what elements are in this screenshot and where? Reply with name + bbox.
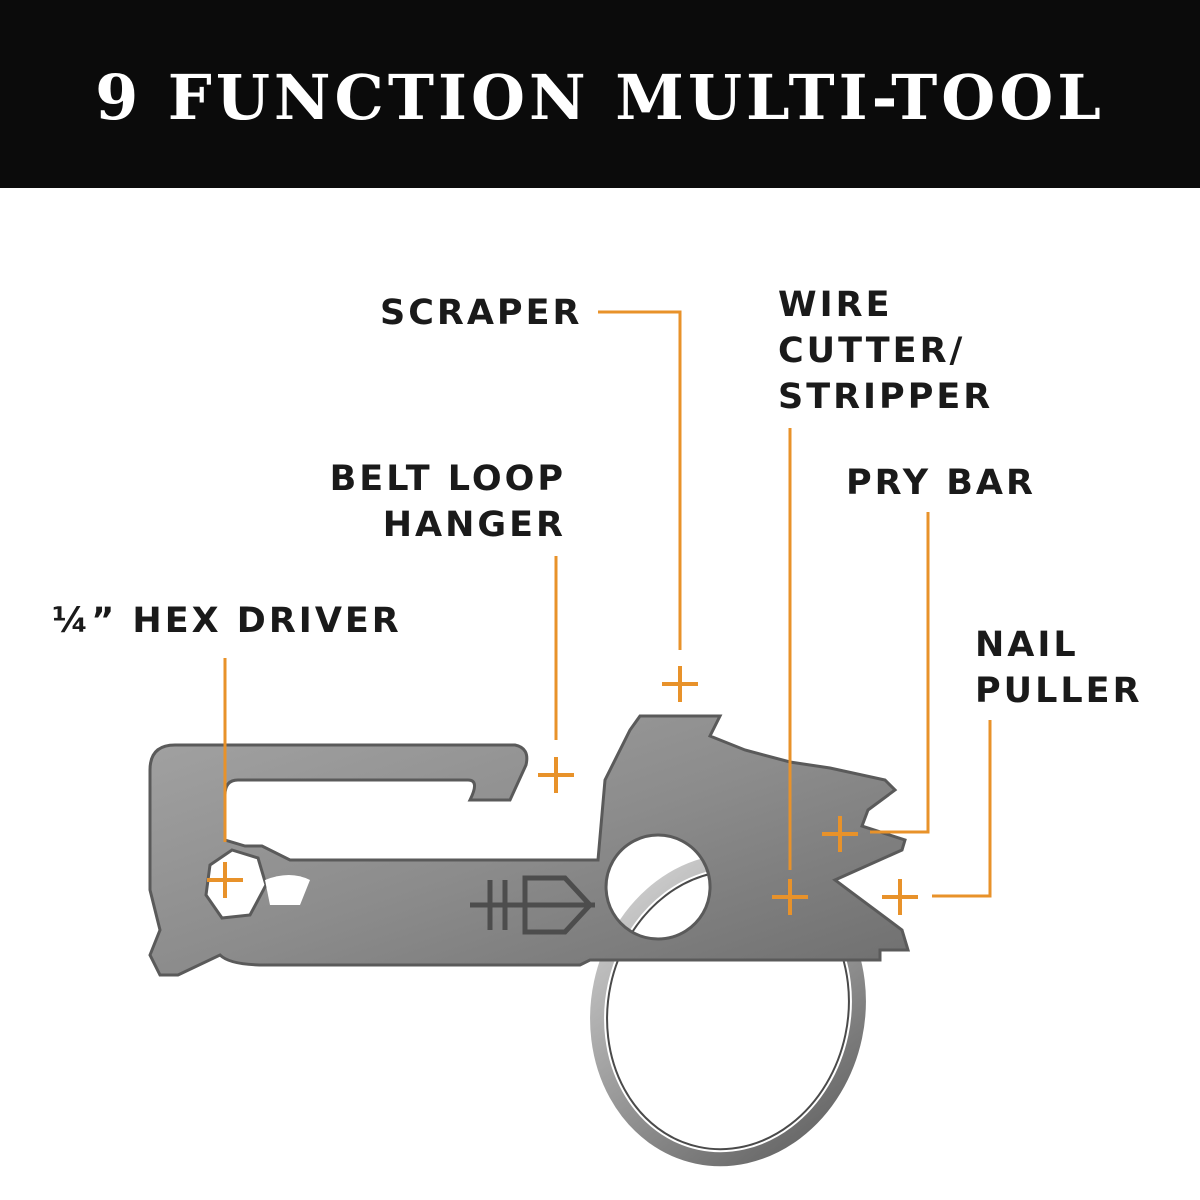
callout-scraper: SCRAPER xyxy=(380,290,582,336)
callout-wire-cutter-line-1: WIRE xyxy=(778,285,893,325)
callout-nail-puller: NAIL PULLER xyxy=(975,622,1143,714)
callout-nail-puller-line-1: NAIL xyxy=(975,625,1079,665)
callout-nail-puller-line-2: PULLER xyxy=(975,671,1143,711)
brand-logo-icon xyxy=(470,875,595,935)
leader-lines xyxy=(223,310,992,898)
callout-wire-cutter-line-2: CUTTER/ xyxy=(778,331,966,371)
callout-hex-driver-line-1: ¼” HEX DRIVER xyxy=(52,601,402,641)
callout-belt-loop-line-1: BELT LOOP xyxy=(329,459,566,499)
scraper-marker-icon xyxy=(662,666,698,702)
belt-loop-marker-icon xyxy=(538,757,574,793)
callout-scraper-line-1: SCRAPER xyxy=(380,293,583,333)
header-banner: 9 FUNCTION MULTI-TOOL xyxy=(0,0,1200,188)
page-title: 9 FUNCTION MULTI-TOOL xyxy=(95,61,1105,134)
pry-bar-marker-icon xyxy=(822,816,858,852)
nail-puller-marker-icon xyxy=(882,879,918,915)
callout-hex-driver: ¼” HEX DRIVER xyxy=(52,598,402,644)
wire-cutter-marker-icon xyxy=(772,879,808,915)
callout-pry-bar: PRY BAR xyxy=(846,460,1036,506)
multi-tool-body xyxy=(148,714,911,977)
callout-belt-loop-line-2: HANGER xyxy=(382,505,566,545)
callout-wire-cutter: WIRE CUTTER/ STRIPPER xyxy=(778,282,993,420)
marker-plus-icons xyxy=(207,666,918,915)
hex-driver-marker-icon xyxy=(207,862,243,898)
callout-wire-cutter-line-3: STRIPPER xyxy=(778,377,994,417)
callout-pry-bar-line-1: PRY BAR xyxy=(846,463,1036,503)
callout-belt-loop: BELT LOOP HANGER xyxy=(320,456,566,548)
